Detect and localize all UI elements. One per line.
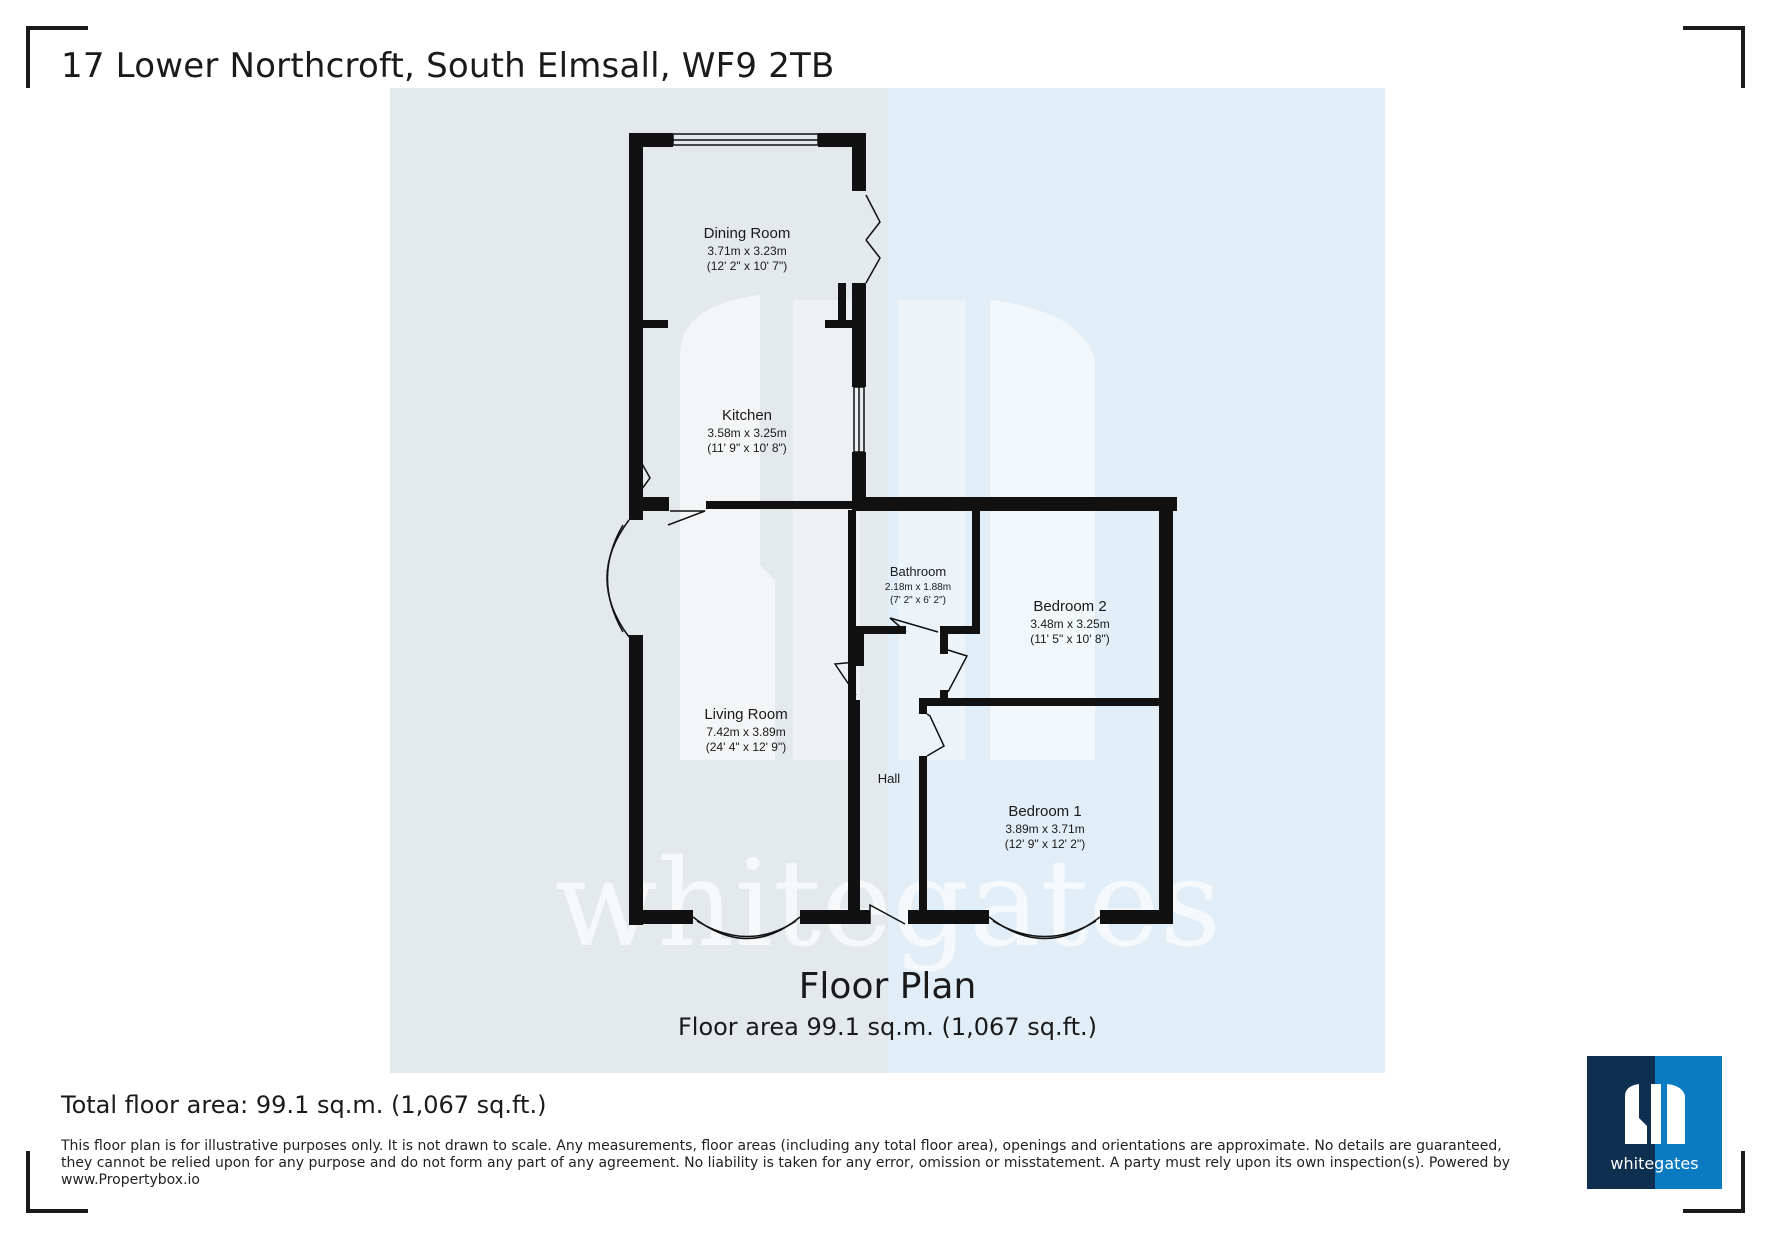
floor-area-caption: Floor area 99.1 sq.m. (1,067 sq.ft.) <box>677 1013 1098 1041</box>
wall-bath-right <box>972 510 980 634</box>
windows <box>672 133 1119 510</box>
wall-right-top <box>852 133 866 191</box>
wall-bed2-top <box>980 497 1173 511</box>
whitegates-logo: whitegates <box>1587 1056 1722 1189</box>
door-dining-side <box>865 194 881 241</box>
logo-w-mark-icon <box>1625 1084 1685 1144</box>
room-imperial-bathroom: (7' 2" x 6' 2") <box>890 595 946 606</box>
room-name-living: Living Room <box>704 706 787 723</box>
room-name-kitchen: Kitchen <box>722 407 772 424</box>
wall-bed2-post <box>940 690 948 704</box>
room-metric-bedroom2: 3.48m x 3.25m <box>1030 617 1109 631</box>
bay-window-living-side <box>606 519 630 638</box>
room-name-bedroom2: Bedroom 2 <box>1033 598 1106 615</box>
room-imperial-kitchen: (11' 9" x 10' 8") <box>707 441 787 455</box>
wall-left-upper <box>629 133 643 520</box>
wall-bed1-bottom-right <box>1100 910 1173 924</box>
wall-living-bottom-left <box>629 910 693 924</box>
wall-kitchen-left-stub <box>629 497 669 511</box>
total-floor-area: Total floor area: 99.1 sq.m. (1,067 sq.f… <box>61 1091 547 1119</box>
logo-wordmark: whitegates <box>1610 1154 1699 1173</box>
room-name-bedroom1: Bedroom 1 <box>1008 803 1081 820</box>
wall-bed1-bottom-left <box>919 910 989 924</box>
wall-hall-post-right <box>940 634 948 654</box>
wall-hall-post <box>856 634 864 666</box>
corner-mark-bottom-right <box>1683 1151 1745 1213</box>
corner-mark-top-right <box>1683 26 1745 88</box>
kitchen-divider-left <box>643 320 668 328</box>
room-imperial-dining: (12' 2" x 10' 7") <box>707 259 787 273</box>
wall-kitchen-bottom <box>706 501 856 509</box>
door-bathroom <box>889 617 939 633</box>
bay-windows <box>606 519 1101 940</box>
room-metric-bedroom1: 3.89m x 3.71m <box>1005 822 1084 836</box>
wall-right-lower <box>852 452 866 510</box>
room-imperial-bedroom2: (11' 5" x 10' 8") <box>1030 632 1110 646</box>
wall-hall-left <box>852 700 860 920</box>
wall-bath-bottom-right <box>940 626 980 634</box>
door-front <box>869 903 906 925</box>
wall-living-left <box>629 635 643 925</box>
door-hall-left <box>833 661 857 696</box>
room-name-bathroom: Bathroom <box>890 564 946 579</box>
doors <box>635 194 969 925</box>
wall-top-left <box>629 133 673 147</box>
disclaimer-text: This floor plan is for illustrative purp… <box>61 1138 1511 1188</box>
room-metric-dining: 3.71m x 3.23m <box>707 244 786 258</box>
watermark-text: whitegates <box>555 835 1222 974</box>
door-kitchen-living <box>667 510 706 526</box>
watermark-logo <box>680 295 1095 760</box>
door-bedroom1 <box>926 713 945 757</box>
wall-bed2-bottom <box>919 698 1173 706</box>
room-imperial-living: (24' 4" x 12' 9") <box>706 740 786 754</box>
corner-mark-bottom-left <box>26 1151 88 1213</box>
corner-mark-top-left <box>26 26 88 88</box>
room-name-hall: Hall <box>878 771 901 786</box>
door-kitchen-side <box>635 452 651 498</box>
room-imperial-bedroom1: (12' 9" x 12' 2") <box>1005 837 1085 851</box>
room-metric-bathroom: 2.18m x 1.88m <box>885 582 951 593</box>
logo-blue-panel <box>1655 1056 1722 1189</box>
wall-right-mid <box>852 283 866 387</box>
door-bedroom2 <box>947 649 969 693</box>
property-address: 17 Lower Northcroft, South Elmsall, WF9 … <box>61 46 835 86</box>
room-metric-kitchen: 3.58m x 3.25m <box>707 426 786 440</box>
floor-plan-title: Floor Plan <box>798 966 977 1007</box>
wall-bed1-left <box>919 756 927 924</box>
room-labels: Dining Room 3.71m x 3.23m (12' 2" x 10' … <box>704 225 1110 851</box>
wall-right-outer <box>1159 497 1173 924</box>
wall-bed1-top-post <box>919 698 927 714</box>
room-metric-living: 7.42m x 3.89m <box>706 725 785 739</box>
room-name-dining: Dining Room <box>704 225 791 242</box>
plan-background-right <box>888 88 1385 1073</box>
walls <box>629 133 1177 925</box>
logo-dark-panel <box>1587 1056 1655 1189</box>
kitchen-divider-post <box>838 283 846 327</box>
wall-bath-bottom-left <box>856 626 906 634</box>
